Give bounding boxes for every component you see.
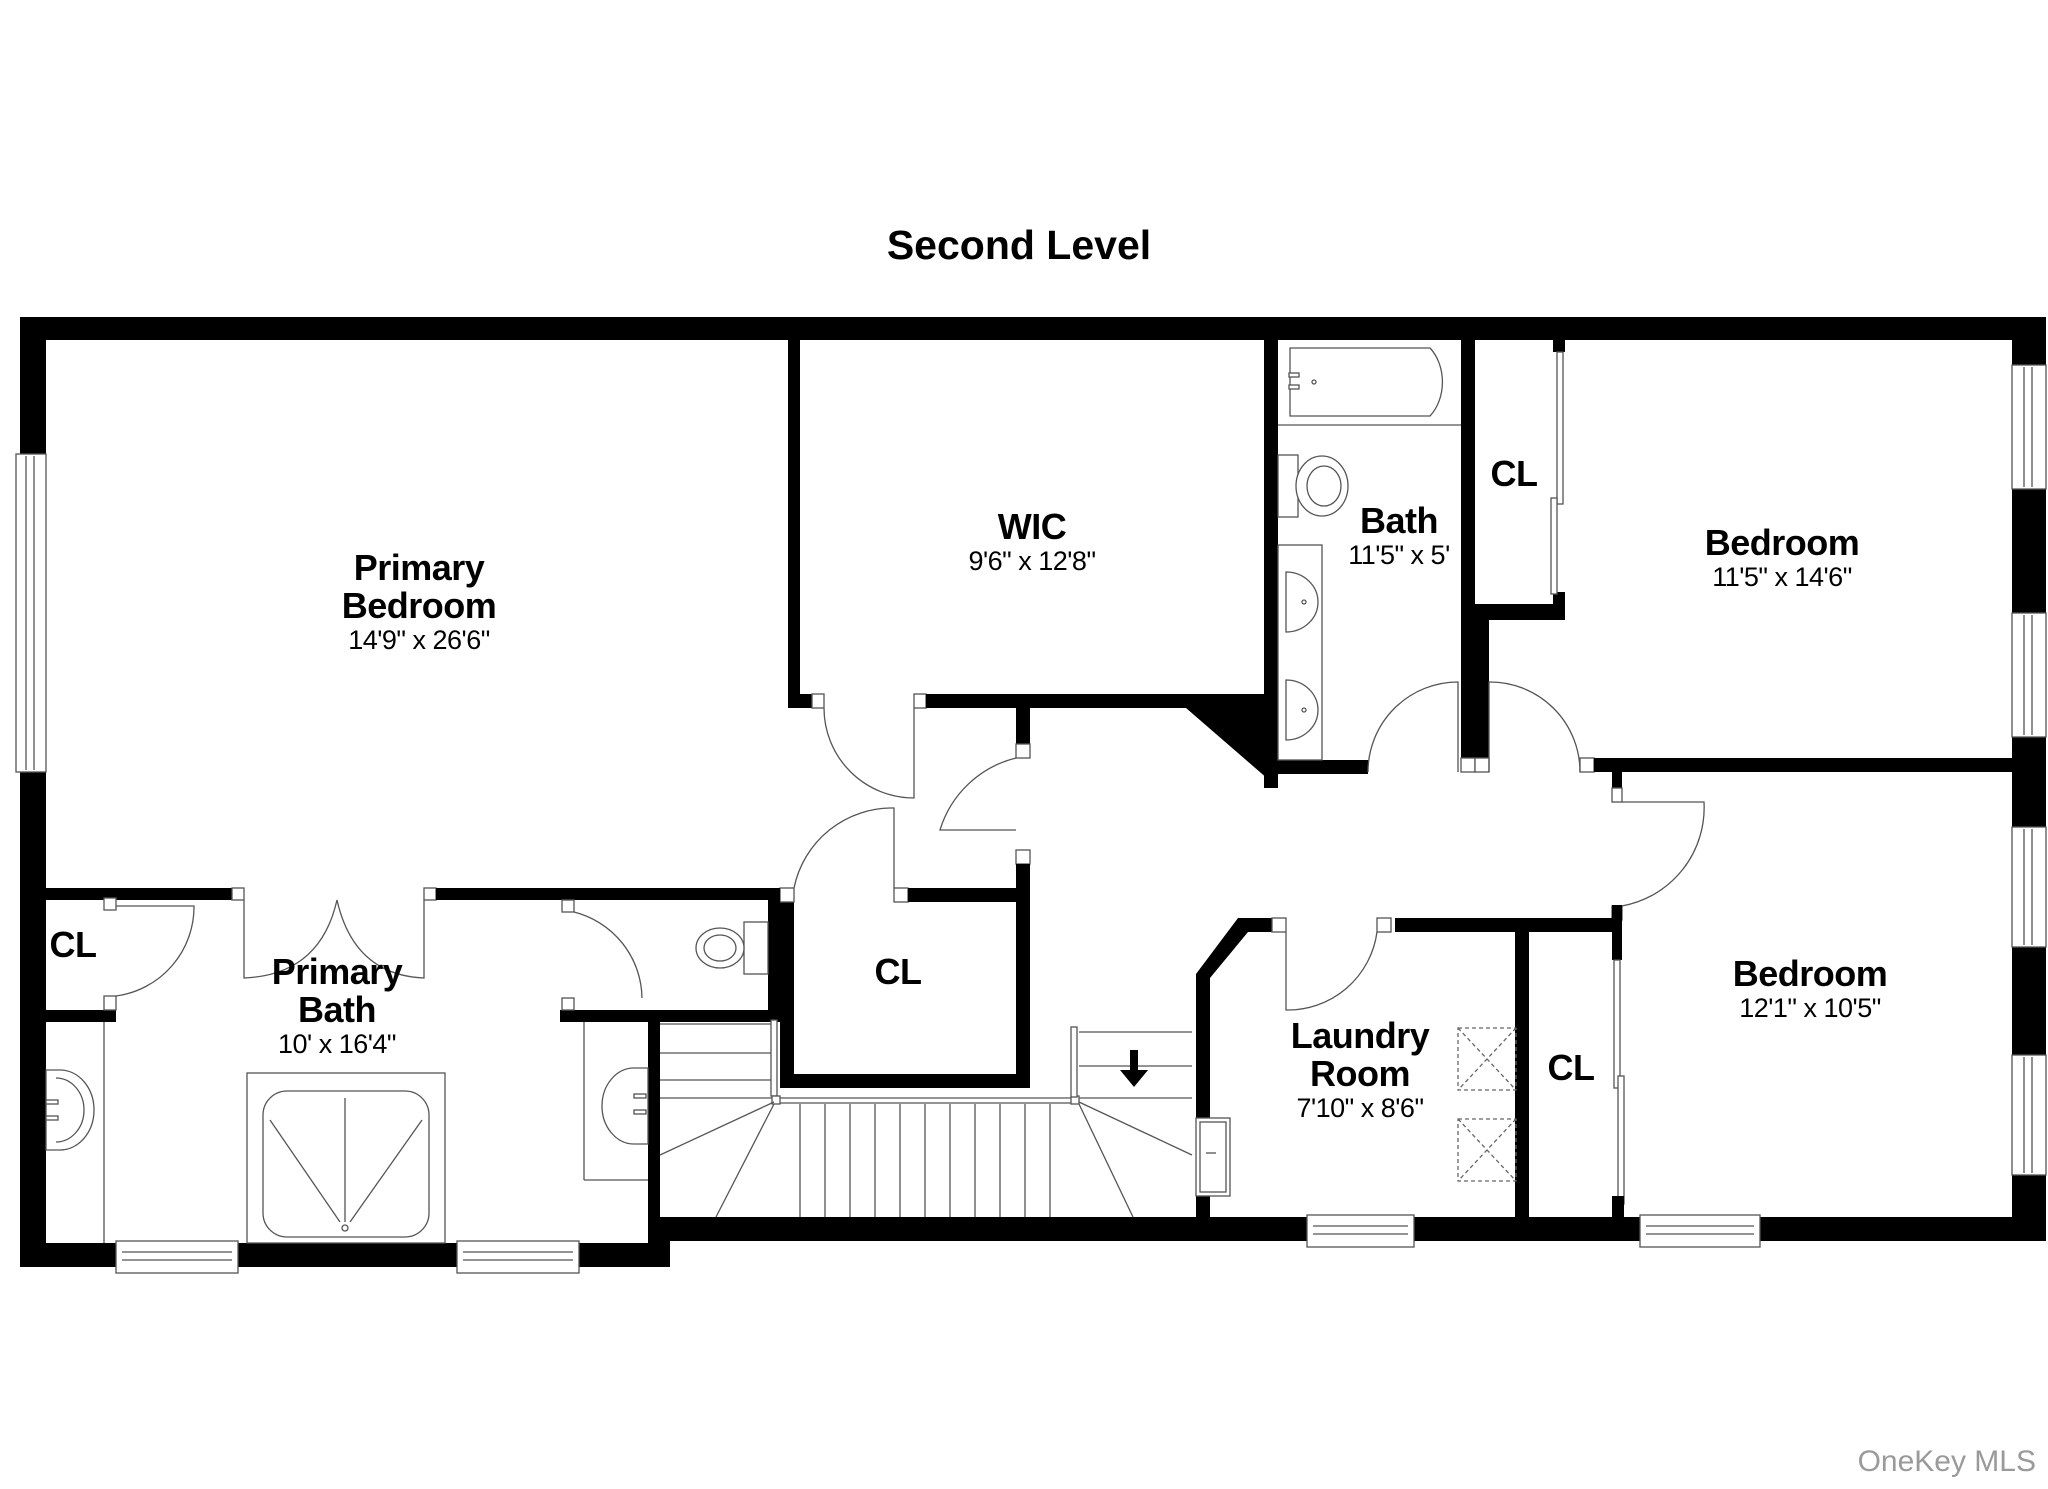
sink-icon — [45, 1022, 649, 1243]
outer-walls — [20, 317, 2046, 1267]
watermark: OneKey MLS — [1857, 1445, 2036, 1478]
page-title: Second Level — [886, 222, 1152, 268]
dryer-icon — [1457, 1118, 1517, 1182]
room-dimensions: 9'6" x 12'8" — [968, 546, 1096, 576]
room-primary-bath: Primary Bath 10' x 16'4" — [271, 951, 403, 1060]
laundry-walls — [1195, 917, 1392, 1217]
room-laundry-room: Laundry Room 7'10" x 8'6" — [1290, 1015, 1430, 1124]
shower-icon — [246, 1072, 446, 1244]
room-name: Bath — [298, 989, 376, 1030]
room-dimensions: 14'9" x 26'6" — [348, 625, 490, 655]
room-name: Bedroom — [1732, 953, 1888, 994]
hall-walls — [779, 757, 1031, 1088]
room-wic: WIC 9'6" x 12'8" — [968, 506, 1096, 577]
stair-down-arrow-icon — [1120, 1050, 1148, 1087]
staircase — [659, 1019, 1193, 1218]
room-name: Primary — [271, 951, 403, 992]
wic-walls — [788, 340, 1278, 799]
bedroom-1-walls — [1474, 340, 2012, 773]
room-dimensions: 12'1" x 10'5" — [1739, 993, 1881, 1023]
room-bedroom: Bedroom 11'5" x 14'6" — [1704, 522, 1860, 593]
bath-walls — [1278, 340, 1476, 774]
room-name: CL — [1547, 1047, 1596, 1088]
room-closet: CL — [1490, 453, 1539, 494]
toilet-icon — [695, 921, 769, 975]
room-closet: CL — [1547, 1047, 1596, 1088]
room-primary-bedroom: Primary Bedroom 14'9" x 26'6" — [341, 547, 497, 656]
window-icon — [15, 364, 2047, 1274]
room-name: CL — [49, 924, 98, 965]
room-name: CL — [874, 951, 923, 992]
room-bedroom: Bedroom 12'1" x 10'5" — [1732, 953, 1888, 1024]
room-bath: Bath 11'5" x 5' — [1348, 500, 1450, 571]
room-dimensions: 11'5" x 14'6" — [1712, 562, 1852, 592]
room-dimensions: 7'10" x 8'6" — [1296, 1093, 1424, 1123]
bathtub-icon — [1288, 347, 1444, 417]
room-name: CL — [1490, 453, 1539, 494]
primary-bath-walls — [46, 887, 780, 1217]
washer-icon — [1457, 1027, 1517, 1091]
room-name: Bath — [1360, 500, 1439, 541]
room-name: WIC — [997, 506, 1067, 547]
room-name: Primary — [353, 547, 485, 588]
room-name: Room — [1309, 1053, 1410, 1094]
bedroom-2-walls — [1395, 772, 1705, 1218]
room-name: Bedroom — [1704, 522, 1860, 563]
room-dimensions: 11'5" x 5' — [1348, 540, 1450, 570]
room-name: Bedroom — [341, 585, 497, 626]
toilet-icon — [1277, 454, 1349, 518]
room-closet: CL — [874, 951, 923, 992]
sink-icon — [1277, 544, 1323, 761]
room-dimensions: 10' x 16'4" — [278, 1029, 396, 1059]
room-name: Laundry — [1290, 1015, 1430, 1056]
room-closet: CL — [49, 924, 98, 965]
